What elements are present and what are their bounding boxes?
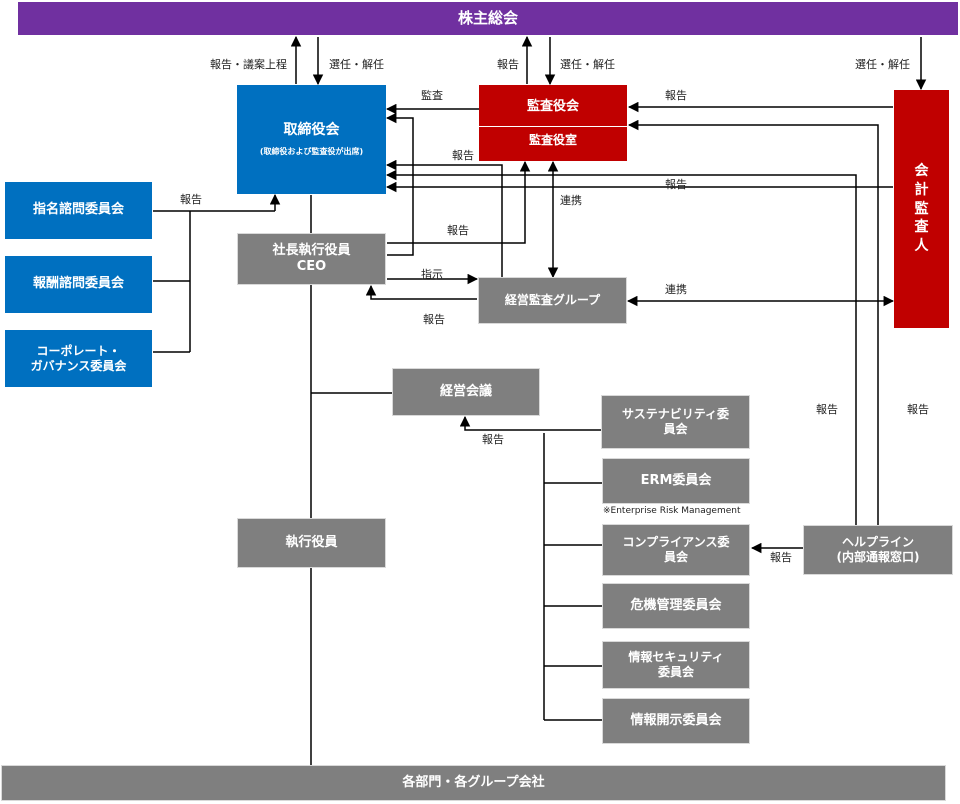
compliance-committee-label: コンプライアンス委 員会 [622, 535, 730, 564]
board-title: 取締役会 [283, 121, 340, 138]
label-report-helpline-compliance: 報告 [770, 551, 792, 564]
arrow-helpline-to-auditors [627, 119, 879, 525]
label-audit: 監査 [421, 89, 443, 102]
label-report-committees: 報告 [180, 193, 202, 206]
president-ceo-label: 社長執行役員 CEO [272, 242, 351, 274]
departments-box: 各部門・各グループ会社 [1, 765, 946, 801]
label-elect-accounting: 選任・解任 [855, 58, 910, 71]
arrow-president-to-board [385, 112, 414, 256]
label-report-helpline-left: 報告 [816, 403, 838, 416]
shareholders-meeting-box: 株主総会 [18, 2, 958, 35]
crisis-committee-box: 危機管理委員会 [602, 583, 750, 629]
governance-committee-box: コーポレート・ ガバナンス委員会 [5, 330, 152, 387]
helpline-box: ヘルプライン (内部通報窓口) [803, 525, 953, 575]
remuneration-committee-box: 報酬諮問委員会 [5, 256, 152, 313]
compliance-committee-box: コンプライアンス委 員会 [602, 524, 750, 576]
shareholders-meeting-label: 株主総会 [457, 9, 518, 28]
disclosure-committee-box: 情報開示委員会 [602, 698, 750, 744]
crisis-committee-label: 危機管理委員会 [630, 597, 722, 613]
auditors-box: 監査役会 監査役室 [479, 85, 627, 161]
management-meeting-box: 経営会議 [392, 368, 540, 416]
label-report-auditors-up: 報告 [497, 58, 519, 71]
audit-group-label: 経営監査グループ [504, 293, 601, 307]
management-meeting-label: 経営会議 [439, 383, 492, 399]
nomination-committee-box: 指名諮問委員会 [5, 182, 152, 239]
label-report-accounting-auditors: 報告 [665, 89, 687, 102]
auditors-title: 監査役会 [526, 99, 579, 114]
label-report-helpline-right: 報告 [907, 403, 929, 416]
executive-officers-box: 執行役員 [237, 518, 386, 568]
sustainability-committee-label: サステナビリティ委 員会 [621, 407, 730, 436]
label-instruction: 指示 [421, 268, 443, 281]
auditors-divider [479, 126, 627, 128]
departments-label: 各部門・各グループ会社 [402, 774, 545, 790]
board-subtitle: (取締役および監査役が出席) [259, 147, 364, 157]
label-report-group-board: 報告 [452, 149, 474, 162]
audit-group-box: 経営監査グループ [478, 277, 627, 324]
info-security-committee-label: 情報セキュリティ 委員会 [628, 650, 724, 679]
helpline-label: ヘルプライン (内部通報窓口) [836, 535, 920, 564]
erm-committee-box: ERM委員会 [602, 458, 750, 504]
arrow-helpline-to-board [385, 169, 857, 525]
arrow-committees-to-meeting [459, 415, 601, 431]
arrow-audit-group-to-president [365, 284, 477, 300]
remuneration-committee-label: 報酬諮問委員会 [32, 276, 124, 292]
nomination-committee-label: 指名諮問委員会 [32, 202, 124, 218]
disclosure-committee-label: 情報開示委員会 [630, 712, 722, 728]
label-report-president-auditors: 報告 [447, 224, 469, 237]
arrow-audit-group-to-board [385, 159, 503, 277]
label-elect-board: 選任・解任 [329, 58, 384, 71]
auditors-office: 監査役室 [528, 133, 577, 148]
erm-note: ※Enterprise Risk Management [603, 506, 741, 516]
label-cooperation-accounting: 連携 [665, 283, 687, 296]
info-security-committee-box: 情報セキュリティ 委員会 [602, 641, 750, 689]
executive-officers-label: 執行役員 [285, 534, 338, 550]
label-report-propose: 報告・議案上程 [210, 58, 287, 71]
label-report-accounting-board: 報告 [665, 178, 687, 191]
label-elect-auditors: 選任・解任 [560, 58, 615, 71]
accounting-auditor-label: 会 計 監 査 人 [914, 162, 929, 255]
erm-committee-label: ERM委員会 [640, 472, 712, 488]
label-report-committees-meeting: 報告 [482, 433, 504, 446]
arrow-president-to-auditors [387, 160, 531, 244]
label-cooperation-auditors: 連携 [560, 194, 582, 207]
sustainability-committee-box: サステナビリティ委 員会 [601, 395, 750, 449]
governance-committee-label: コーポレート・ ガバナンス委員会 [30, 343, 127, 373]
accounting-auditor-box: 会 計 監 査 人 [894, 90, 949, 328]
president-ceo-box: 社長執行役員 CEO [237, 233, 386, 285]
label-report-group-president: 報告 [423, 313, 445, 326]
board-box: 取締役会 (取締役および監査役が出席) [237, 85, 386, 194]
